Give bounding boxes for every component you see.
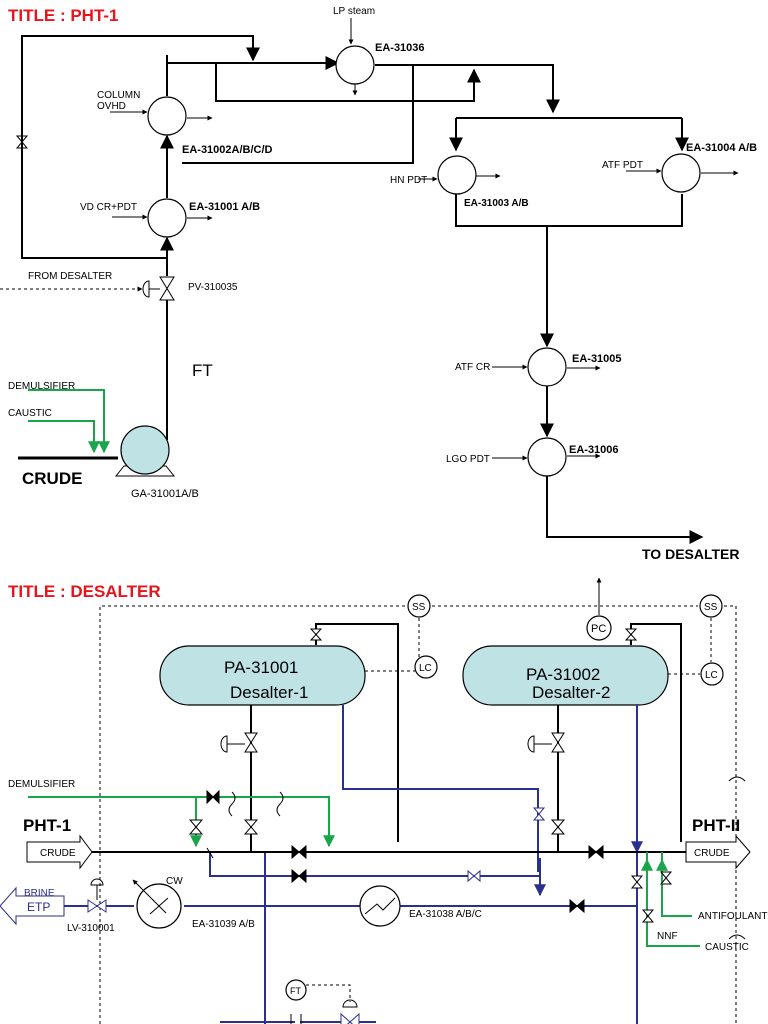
crude-out-label: CRUDE	[694, 848, 730, 859]
ea-31006-exchanger[interactable]	[527, 437, 567, 477]
pa-31002-desalter-vessel[interactable]	[462, 645, 669, 706]
column-ovhd-label-2: OVHD	[97, 101, 126, 112]
brine-valve-desalter2[interactable]	[532, 807, 546, 821]
nnf-label: NNF	[657, 931, 678, 942]
bypass-line-valve[interactable]	[291, 868, 307, 884]
ga-31001-pump[interactable]	[114, 425, 176, 477]
pht2-label: PHT-II	[692, 816, 740, 835]
ga-31001-label: GA-31001A/B	[131, 488, 199, 500]
pht1-section: TITLE : PHT-1	[0, 6, 757, 562]
from-desalter-label: FROM DESALTER	[28, 271, 112, 282]
pv-310035-valve[interactable]	[142, 276, 175, 301]
ea-31003-label: EA-31003 A/B	[464, 198, 529, 209]
pa-31001-desalter-vessel[interactable]	[159, 645, 366, 706]
ss-label-left: SS	[412, 602, 426, 613]
mixing-valve-3[interactable]	[550, 819, 566, 835]
ft-label-desalter: FT	[290, 986, 301, 996]
ea-31005-exchanger[interactable]	[527, 347, 567, 387]
pc-instrument[interactable]	[586, 615, 612, 641]
desalter-title: TITLE : DESALTER	[8, 582, 161, 601]
pa-31002-name: Desalter-2	[532, 683, 610, 702]
lc-instrument-right[interactable]	[700, 662, 724, 686]
ea-31006-label: EA-31006	[569, 444, 619, 456]
nnf-valve-2[interactable]	[641, 909, 655, 923]
cw-label: CW	[166, 876, 183, 887]
pa-31001-name: Desalter-1	[230, 683, 308, 702]
main-line-valve-1[interactable]	[291, 844, 307, 860]
pht1-title: TITLE : PHT-1	[8, 6, 119, 25]
crude-in-arrow	[26, 834, 93, 870]
ft-label: FT	[192, 361, 213, 380]
demulsifier-label: DEMULSIFIER	[8, 381, 75, 392]
blue-bypass-valve[interactable]	[467, 869, 481, 883]
etp-label: ETP	[27, 900, 50, 914]
mixing-valve-2[interactable]	[243, 819, 259, 835]
nnf-valve-1[interactable]	[630, 875, 644, 889]
ea-31005-label: EA-31005	[572, 353, 622, 365]
mixing-valve-1[interactable]	[188, 819, 204, 835]
atf-pdt-label: ATF PDT	[602, 160, 643, 171]
desalter-section: TITLE : DESALTER	[0, 577, 767, 1024]
ea-31001-label: EA-31001 A/B	[189, 201, 260, 213]
ea-31001-exchanger[interactable]	[147, 198, 187, 238]
ea-31002-label: EA-31002A/B/C/D	[182, 144, 273, 156]
ss-instrument-right[interactable]	[699, 594, 723, 618]
desalter1-inlet-valve[interactable]	[220, 732, 258, 753]
lv-310001-label: LV-310001	[67, 923, 115, 934]
ft-instrument[interactable]	[285, 979, 307, 1001]
to-desalter-label: TO DESALTER	[642, 546, 740, 562]
ea-31004-exchanger[interactable]	[661, 153, 701, 193]
ea-31036-label: EA-31036	[375, 42, 425, 54]
antifoulant-label: ANTIFOULANT	[698, 911, 767, 922]
ss-label-right: SS	[704, 602, 718, 613]
brine-etp-arrow	[0, 886, 65, 926]
crude-label: CRUDE	[22, 469, 82, 488]
ea-31004-label: EA-31004 A/B	[686, 142, 757, 154]
vessel1-vent-valve[interactable]	[309, 628, 323, 641]
lc-label-right: LC	[705, 670, 718, 681]
ea-31039-label: EA-31039 A/B	[192, 919, 255, 930]
lv-310001-valve[interactable]	[87, 878, 107, 913]
vessel2-vent-valve[interactable]	[624, 628, 638, 641]
column-ovhd-label-1: COLUMN	[97, 90, 140, 101]
ea-31036-exchanger[interactable]	[335, 45, 375, 85]
desalter2-inlet-valve[interactable]	[527, 732, 565, 753]
bypass-valve[interactable]	[15, 135, 29, 149]
lgo-pdt-label: LGO PDT	[446, 454, 490, 465]
lp-steam-label: LP steam	[333, 6, 375, 17]
caustic-label: CAUSTIC	[8, 408, 52, 419]
lc-instrument-left[interactable]	[414, 655, 438, 679]
pa-31002-tag: PA-31002	[526, 665, 600, 684]
antifoulant-valve[interactable]	[659, 871, 673, 885]
ss-instrument-left[interactable]	[407, 594, 431, 618]
brine-line-valve[interactable]	[569, 898, 585, 914]
pht1-label: PHT-1	[23, 816, 71, 835]
ea-31002-exchanger[interactable]	[147, 96, 187, 136]
demulsifier-label-desalter: DEMULSIFIER	[8, 779, 75, 790]
lc-label-left: LC	[419, 663, 432, 674]
pc-label: PC	[591, 623, 606, 635]
caustic-label-desalter: CAUSTIC	[705, 942, 749, 953]
pv-310035-label: PV-310035	[188, 282, 238, 293]
ea-31038-label: EA-31038 A/B/C	[409, 909, 482, 920]
atf-cr-label: ATF CR	[455, 362, 490, 373]
vd-cr-pdt-label: VD CR+PDT	[80, 202, 137, 213]
main-line-valve-2[interactable]	[588, 844, 604, 860]
demulsifier-valve[interactable]	[206, 789, 220, 805]
ea-31003-exchanger[interactable]	[437, 155, 477, 195]
hn-pdt-label: HN PDT	[390, 175, 427, 186]
pa-31001-tag: PA-31001	[224, 658, 298, 677]
crude-in-label: CRUDE	[40, 848, 76, 859]
ea-31038-exchanger[interactable]	[359, 885, 401, 927]
brine-label: BRINE	[24, 888, 55, 899]
crude-out-arrow	[685, 834, 751, 870]
